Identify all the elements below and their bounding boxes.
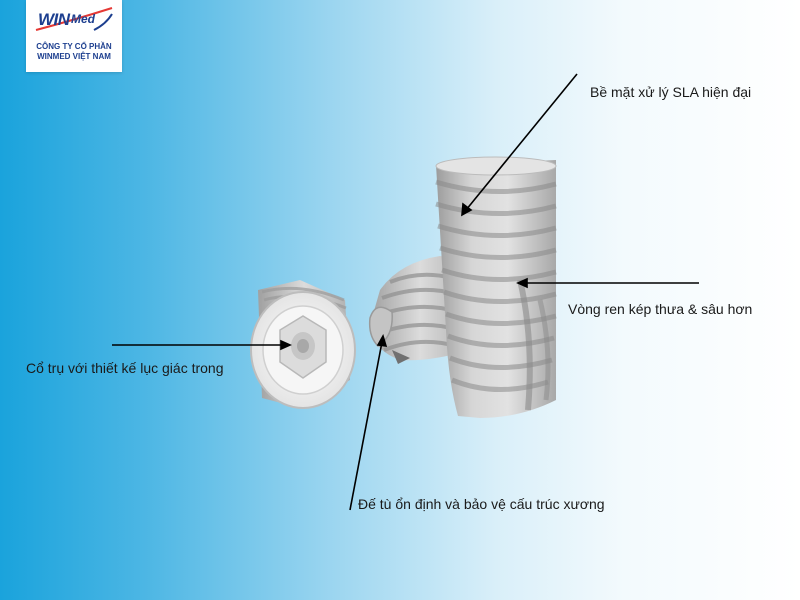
callout-internal-hex: Cổ trụ với thiết kế lục giác trong (26, 360, 224, 376)
arrow-base-head (376, 333, 388, 347)
implant-threads (435, 179, 557, 392)
logo-text-med: Med (71, 12, 95, 26)
callout-arrows (112, 73, 699, 511)
arrow-surface-head (461, 202, 473, 217)
implant-main-body (435, 156, 557, 418)
arrow-surface (465, 73, 578, 211)
logo-text-win: WIN (38, 10, 70, 29)
arrow-thread-head (516, 277, 528, 289)
implant-hex-view (250, 280, 356, 409)
arrow-hex-head (280, 339, 292, 351)
logo-company-line2: WINMED VIỆT NAM (37, 52, 111, 61)
logo-swoosh-icon (35, 7, 113, 31)
winmed-logo-mark: WIN Med (34, 6, 114, 34)
callout-sla-surface: Bề mặt xử lý SLA hiện đại (590, 84, 752, 100)
callout-double-thread: Vòng ren kép thưa & sâu hơn (568, 301, 753, 317)
callout-blunt-apex: Đế tù ổn định và bảo vệ cấu trúc xương (358, 496, 605, 512)
arrow-base (349, 341, 383, 511)
logo-company-line1: CÔNG TY CỔ PHẦN (36, 42, 112, 51)
company-logo: WIN Med CÔNG TY CỔ PHẦN WINMED VIỆT NAM (26, 0, 122, 72)
